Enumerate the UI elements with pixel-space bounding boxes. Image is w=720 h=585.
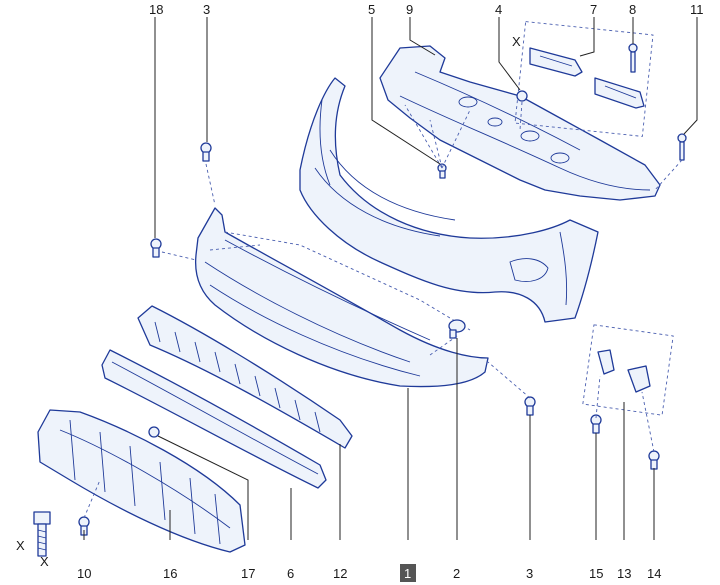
callout-17: 17 — [241, 566, 255, 581]
screw-3-upper — [200, 142, 212, 162]
callout-9: 9 — [406, 2, 413, 17]
small-brackets-set — [514, 21, 654, 137]
lower-spoiler-strip — [101, 349, 327, 489]
callout-6: 6 — [287, 566, 294, 581]
lower-grille — [137, 305, 353, 449]
callout-3-top: 3 — [203, 2, 210, 17]
callout-12: 12 — [333, 566, 347, 581]
underbody-shield — [37, 409, 246, 553]
callout-3-bottom: 3 — [526, 566, 533, 581]
callout-labels: 18 3 5 9 4 7 8 11 10 16 17 6 12 1 2 3 15… — [77, 2, 704, 582]
axis-marks: X X X — [16, 34, 521, 569]
bolt-detail — [33, 511, 51, 557]
axis-mark-x: X — [16, 538, 25, 553]
callout-15: 15 — [589, 566, 603, 581]
axis-mark-x: X — [40, 554, 49, 569]
bumper-cover-upper — [299, 77, 599, 323]
side-brackets — [582, 324, 674, 416]
callout-14: 14 — [647, 566, 661, 581]
callout-18: 18 — [149, 2, 163, 17]
callout-5: 5 — [368, 2, 375, 17]
leader-lines — [83, 17, 698, 540]
screw-2 — [448, 319, 466, 339]
callout-1: 1 — [404, 566, 411, 581]
screw-3-lower — [524, 396, 536, 416]
axis-mark-x: X — [512, 34, 521, 49]
callout-4: 4 — [495, 2, 502, 17]
callout-1-highlight — [400, 564, 416, 582]
upper-reinforcement-bracket — [379, 45, 661, 201]
clip-4 — [516, 90, 528, 102]
assembly-guides — [83, 101, 683, 519]
screw-14 — [648, 450, 660, 470]
screw-18 — [150, 238, 162, 258]
callout-11: 11 — [690, 2, 704, 17]
screw-5 — [437, 163, 447, 179]
callout-10: 10 — [77, 566, 91, 581]
clip-17 — [148, 426, 160, 438]
callout-16: 16 — [163, 566, 177, 581]
pin-11 — [677, 133, 687, 161]
pin-8 — [628, 43, 638, 73]
callout-2: 2 — [453, 566, 460, 581]
callout-8: 8 — [629, 2, 636, 17]
callout-13: 13 — [617, 566, 631, 581]
callout-7: 7 — [590, 2, 597, 17]
bumper-main — [194, 207, 489, 388]
